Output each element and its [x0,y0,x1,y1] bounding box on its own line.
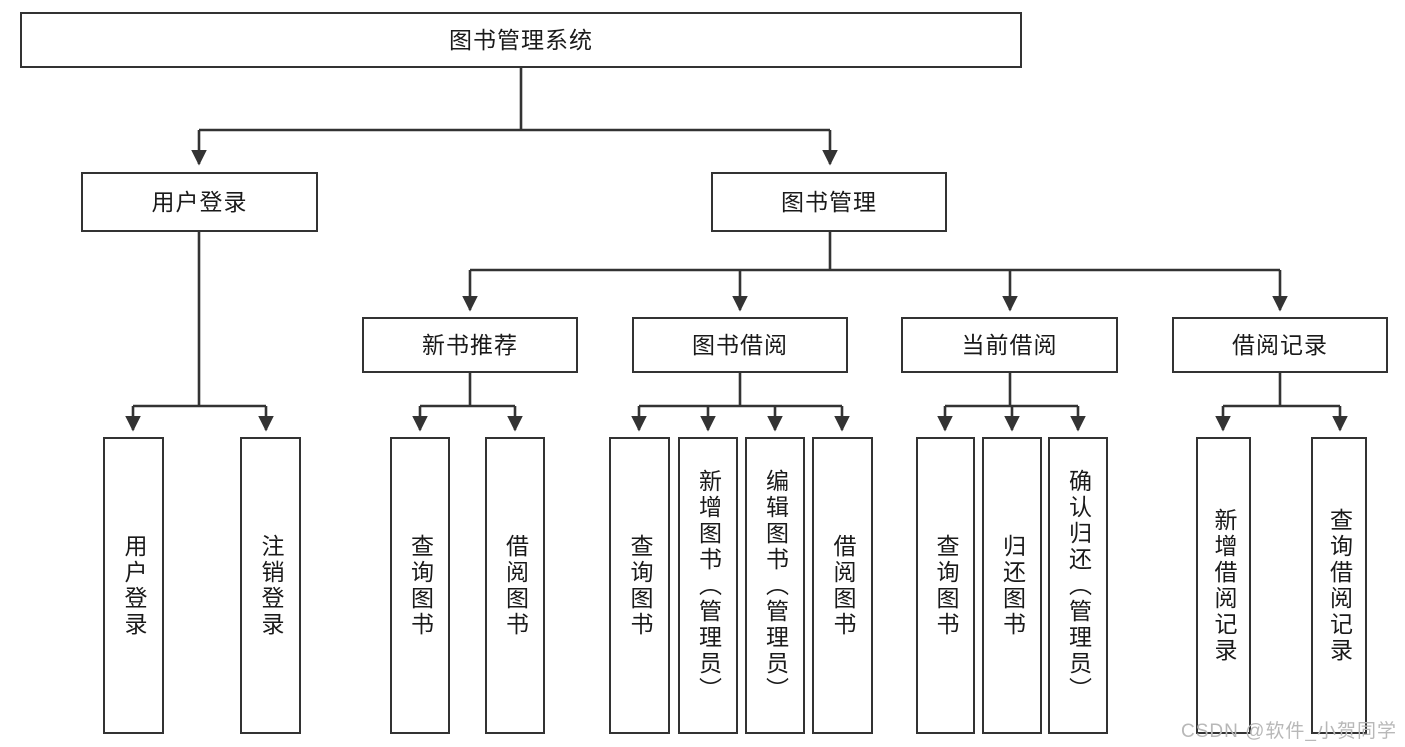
leaf-current-return-book[interactable]: 归还图书 [982,437,1042,734]
leaf-label: 确认归还（管理员） [1065,468,1092,703]
csdn-watermark: CSDN @软件_小贺同学 [1181,721,1397,742]
node-borrow-record[interactable]: 借阅记录 [1172,317,1388,373]
node-root-system[interactable]: 图书管理系统 [20,12,1022,68]
node-book-borrow[interactable]: 图书借阅 [632,317,848,373]
leaf-recommend-borrow-book[interactable]: 借阅图书 [485,437,545,734]
leaf-label: 新增借阅记录 [1211,507,1238,664]
node-new-book-recommend[interactable]: 新书推荐 [362,317,578,373]
leaf-current-query-book[interactable]: 查询图书 [916,437,975,734]
leaf-label: 查询图书 [627,533,654,638]
leaf-label: 归还图书 [999,533,1026,638]
leaf-recommend-query-book[interactable]: 查询图书 [390,437,450,734]
node-book-management[interactable]: 图书管理 [711,172,947,232]
leaf-user-login-login[interactable]: 用户登录 [103,437,164,734]
leaf-label: 用户登录 [121,533,148,638]
leaf-label: 借阅图书 [830,533,857,638]
leaf-borrow-query-book[interactable]: 查询图书 [609,437,670,734]
leaf-borrow-edit-book-admin[interactable]: 编辑图书（管理员） [745,437,805,734]
leaf-label: 注销登录 [258,533,285,638]
leaf-user-login-logout[interactable]: 注销登录 [240,437,301,734]
leaf-borrow-add-book-admin[interactable]: 新增图书（管理员） [678,437,738,734]
leaf-label: 编辑图书（管理员） [762,468,789,703]
leaf-record-add-record[interactable]: 新增借阅记录 [1196,437,1251,734]
leaf-current-confirm-return-admin[interactable]: 确认归还（管理员） [1048,437,1108,734]
leaf-record-query-record[interactable]: 查询借阅记录 [1311,437,1367,734]
node-current-borrow[interactable]: 当前借阅 [901,317,1118,373]
leaf-label: 新增图书（管理员） [695,468,722,703]
leaf-label: 查询图书 [407,533,434,638]
leaf-borrow-borrow-book[interactable]: 借阅图书 [812,437,873,734]
node-user-login[interactable]: 用户登录 [81,172,318,232]
leaf-label: 查询借阅记录 [1326,507,1353,664]
leaf-label: 借阅图书 [502,533,529,638]
leaf-label: 查询图书 [933,533,960,638]
